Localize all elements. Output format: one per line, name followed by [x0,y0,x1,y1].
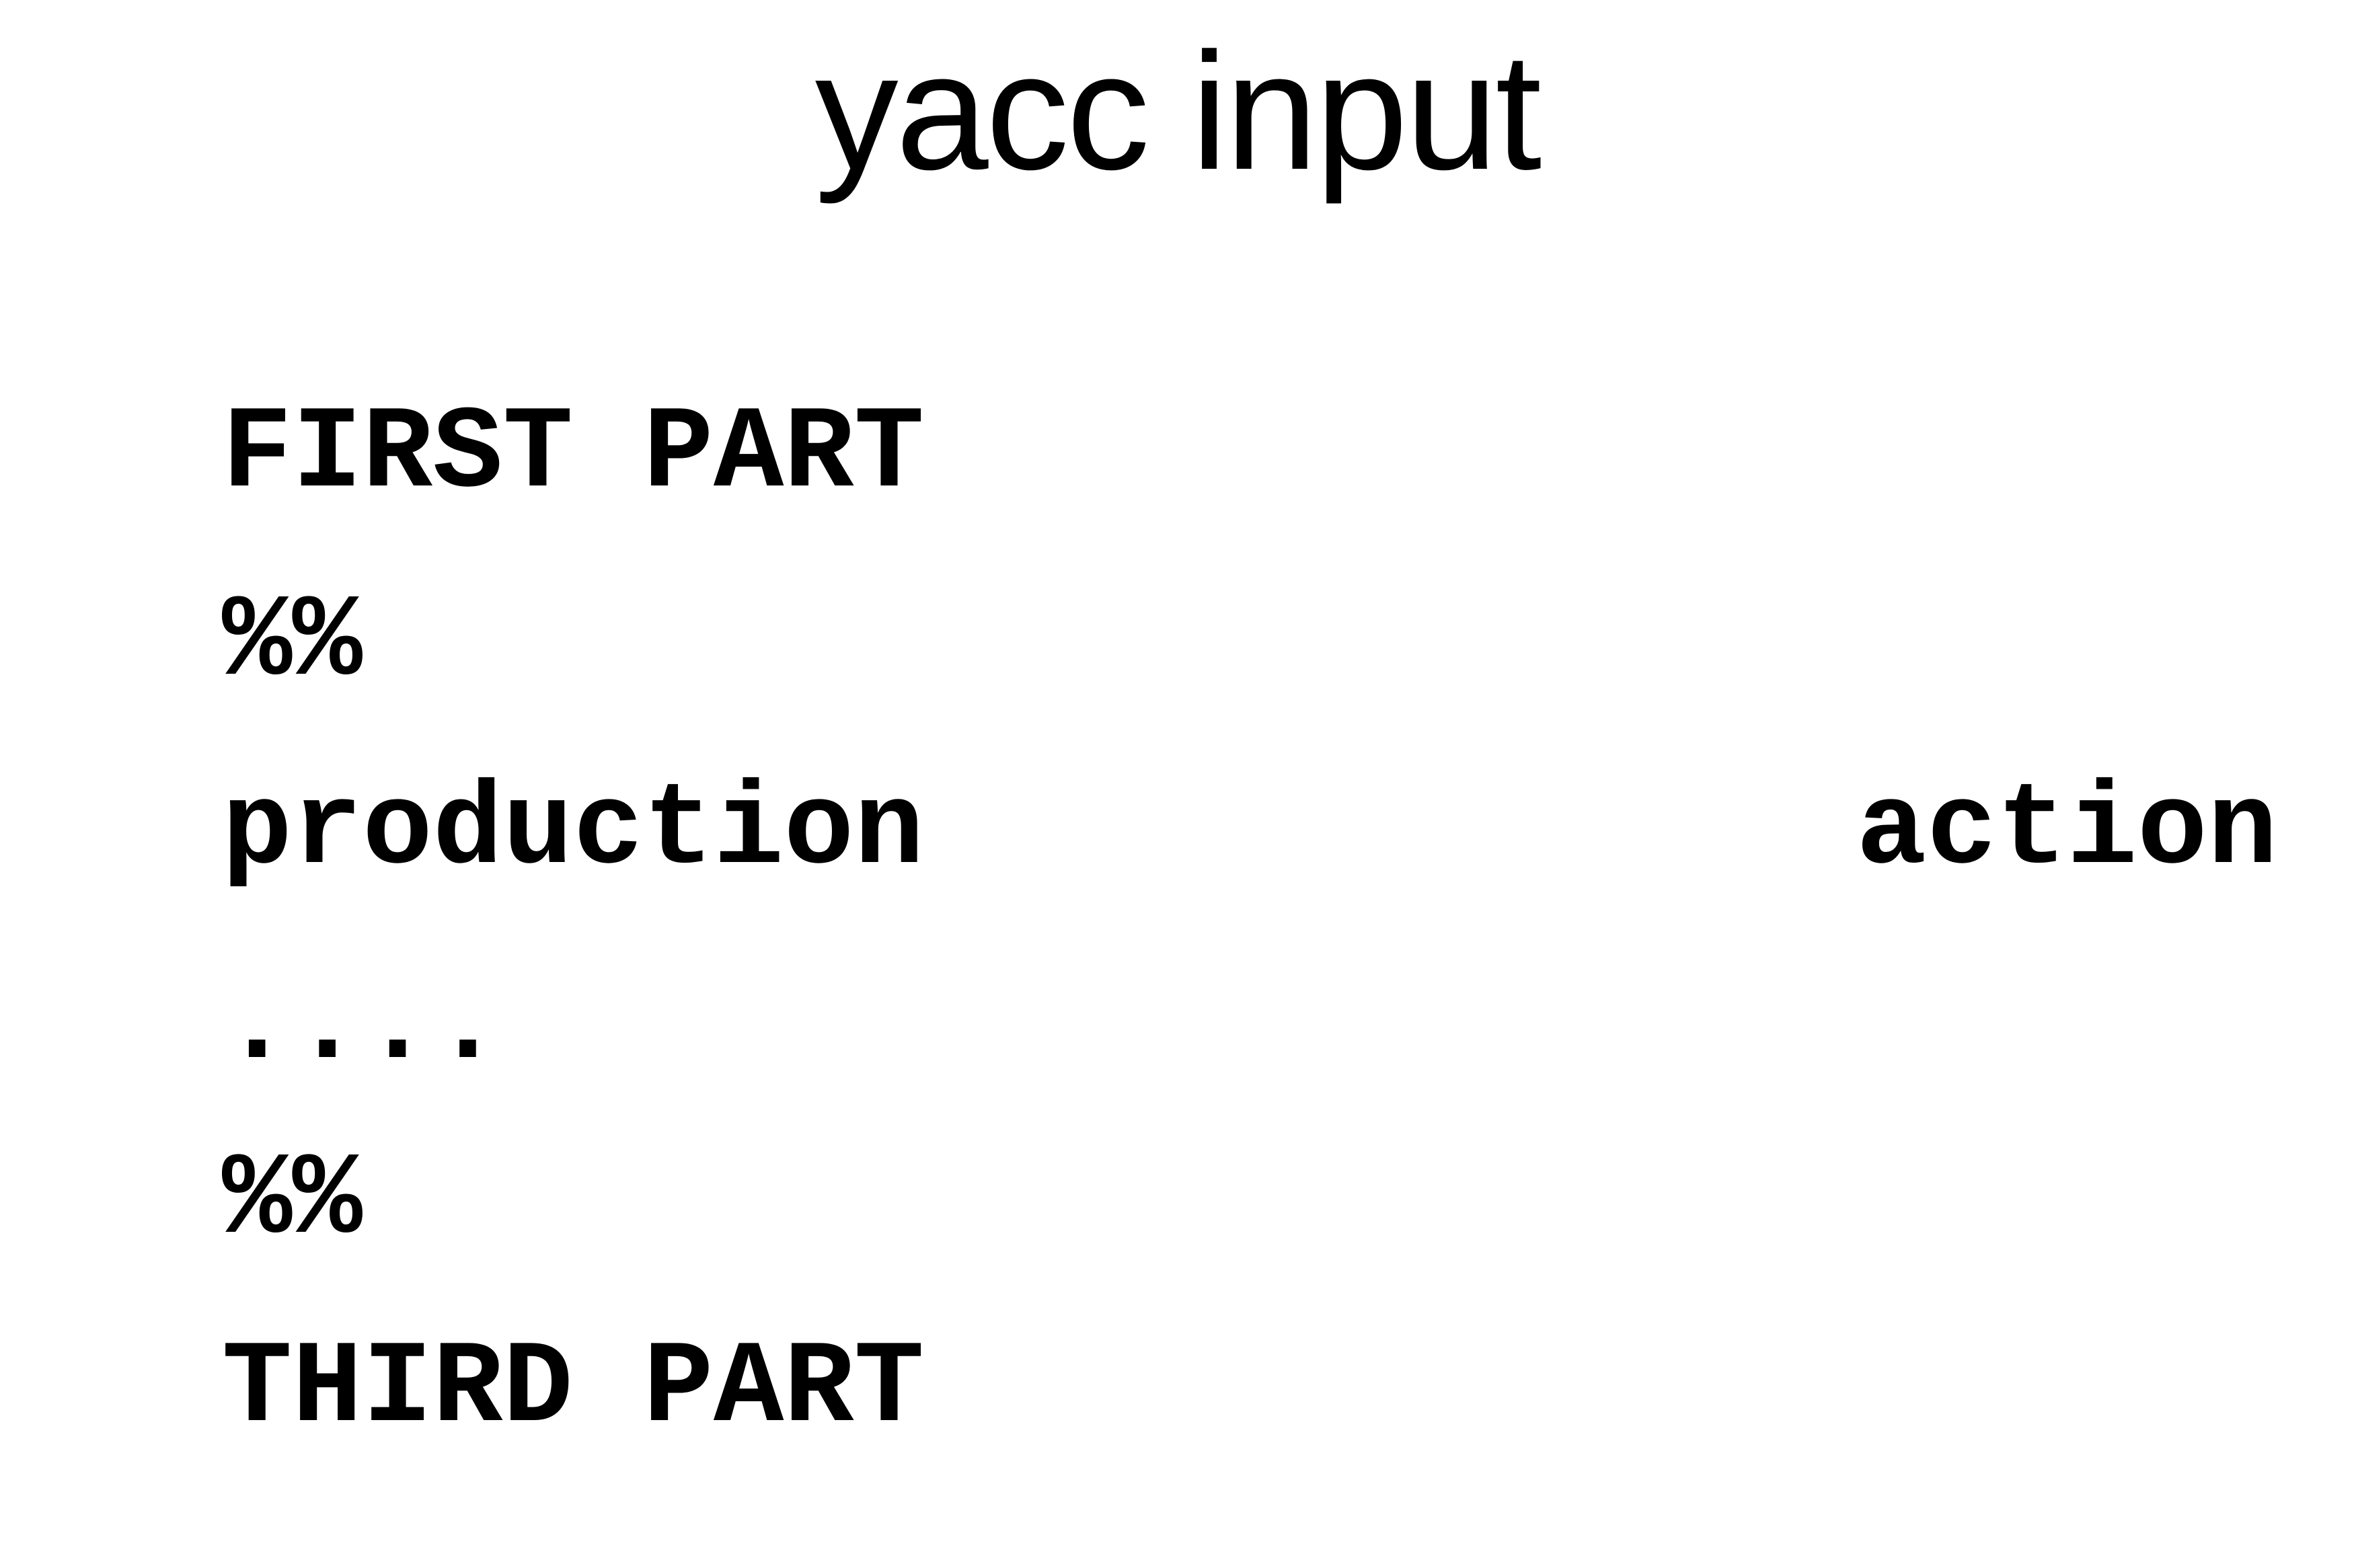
section-separator-2: %% [222,1135,363,1267]
section-separator-1: %% [222,577,363,709]
slide-title: yacc input [814,17,1542,204]
action-label: action [1856,765,2278,898]
ellipsis-line: .... [222,960,503,1093]
production-label: production [222,765,925,898]
first-part-line: FIRST PART [222,389,925,521]
third-part-line: THIRD PART [222,1323,925,1456]
